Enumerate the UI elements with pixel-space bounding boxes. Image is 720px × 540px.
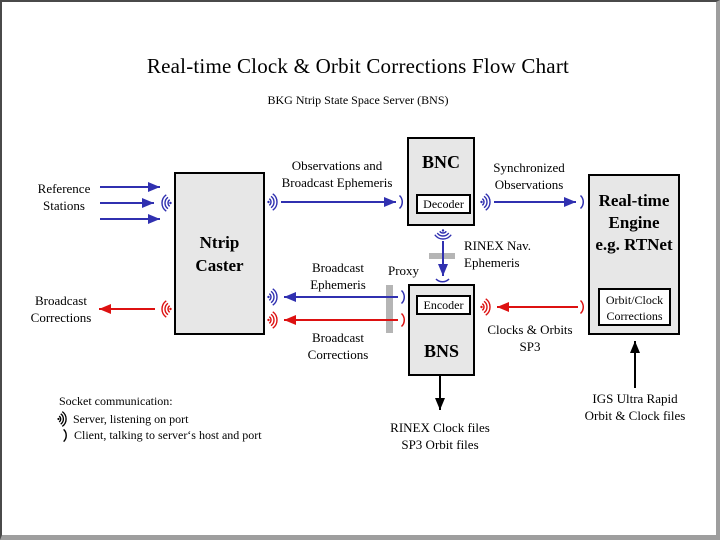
- node-label: Real-time Engine e.g. RTNet: [595, 191, 673, 254]
- page-subtitle: BKG Ntrip State Space Server (BNS): [267, 93, 449, 107]
- client-socket-icon: [398, 194, 405, 210]
- server-socket-icon: [433, 229, 453, 241]
- node-decoder: Decoder: [416, 194, 471, 214]
- legend-title: Socket communication:: [59, 394, 173, 408]
- node-encoder: Encoder: [416, 295, 471, 315]
- legend-server-row: Server, listening on port: [57, 410, 189, 428]
- server-socket-icon: [57, 410, 68, 428]
- server-socket-icon: [267, 310, 279, 330]
- client-socket-icon: [400, 312, 407, 328]
- node-bnc: BNC Decoder: [407, 137, 475, 226]
- node-bns: Encoder BNS: [408, 284, 475, 376]
- server-socket-icon: [267, 287, 279, 307]
- legend-client-label: Client, talking to server‘s host and por…: [74, 428, 262, 442]
- client-socket-icon: [579, 194, 586, 210]
- node-label: Caster: [195, 255, 244, 275]
- server-socket-icon: [480, 192, 492, 212]
- page-title: Real-time Clock & Orbit Corrections Flow…: [146, 54, 570, 78]
- legend-server-label: Server, listening on port: [73, 411, 189, 426]
- node-ntrip-caster: Ntrip Caster: [174, 172, 265, 335]
- node-orbit-clock-corrections: Orbit/Clock Corrections: [598, 288, 671, 326]
- server-socket-icon: [267, 192, 279, 212]
- client-socket-icon: [62, 428, 69, 443]
- label-rinex-nav-ephemeris: RINEX Nav.Ephemeris: [464, 238, 532, 270]
- server-socket-icon: [160, 299, 172, 319]
- client-socket-icon: [435, 278, 451, 285]
- node-label: Ntrip: [199, 232, 240, 252]
- client-socket-icon: [400, 289, 407, 305]
- label-proxy: Proxy: [388, 263, 420, 278]
- node-label: BNC: [421, 152, 460, 172]
- client-socket-icon: [579, 299, 586, 315]
- node-realtime-engine: Real-time Engine e.g. RTNet Orbit/Clock …: [588, 174, 680, 335]
- server-socket-icon: [160, 193, 172, 213]
- node-label: BNS: [423, 341, 459, 361]
- server-socket-icon: [480, 297, 492, 317]
- proxy-bar-horizontal: [429, 253, 455, 259]
- legend-client-row: Client, talking to server‘s host and por…: [62, 428, 262, 443]
